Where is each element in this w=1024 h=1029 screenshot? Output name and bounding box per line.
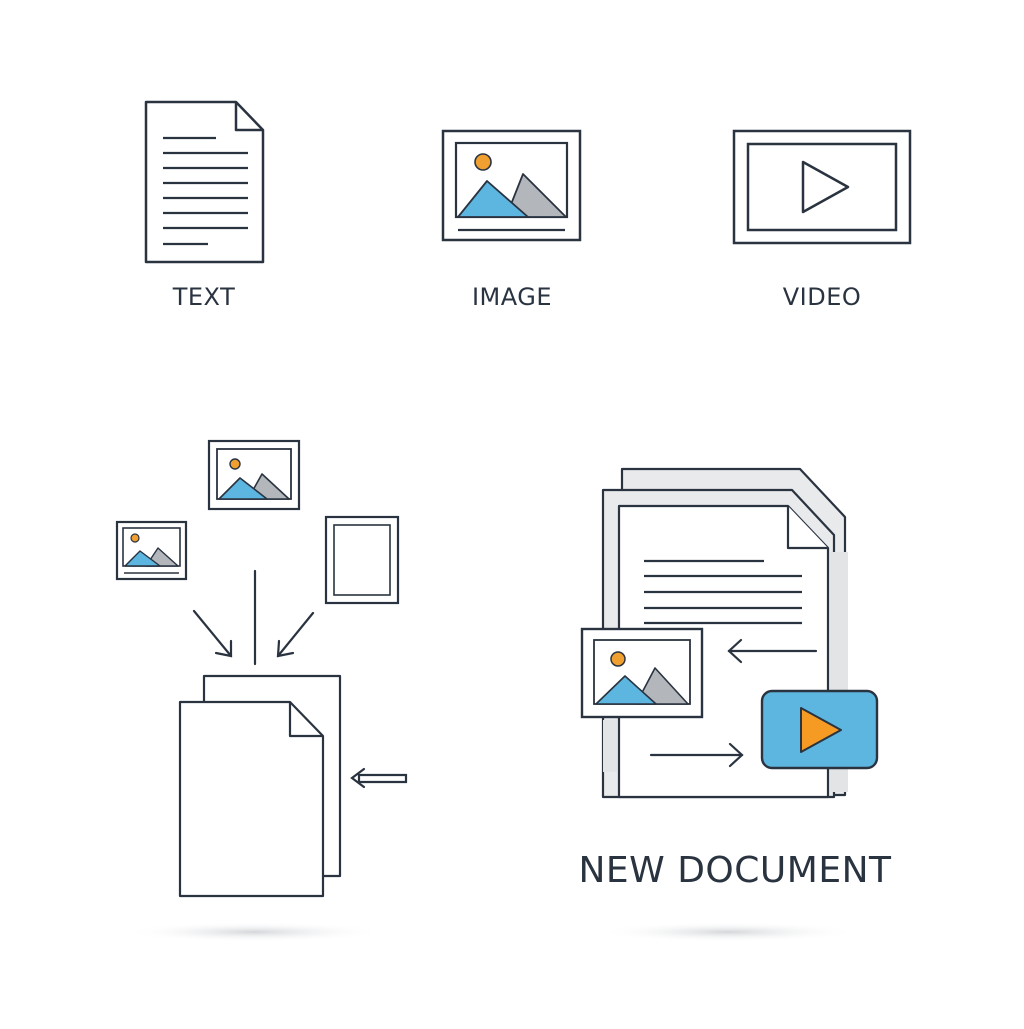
new-document-label: NEW DOCUMENT	[578, 850, 892, 891]
inserted-image	[580, 627, 704, 719]
new-document-shadow	[598, 922, 858, 942]
new-document-illustration	[580, 467, 879, 942]
text-document-icon	[144, 100, 265, 264]
merged-document-stack	[178, 674, 342, 898]
inserted-video-button	[760, 689, 879, 770]
floating-frame-right	[324, 515, 400, 605]
floating-image-top	[207, 439, 301, 511]
stack-shadow	[124, 922, 384, 942]
image-label: IMAGE	[471, 283, 553, 311]
merge-arrows	[192, 569, 408, 789]
merge-illustration	[115, 439, 408, 942]
floating-image-left	[115, 520, 188, 581]
image-icon	[441, 129, 582, 242]
video-icon	[732, 129, 912, 245]
text-label: TEXT	[172, 283, 236, 311]
video-label: VIDEO	[782, 283, 862, 311]
